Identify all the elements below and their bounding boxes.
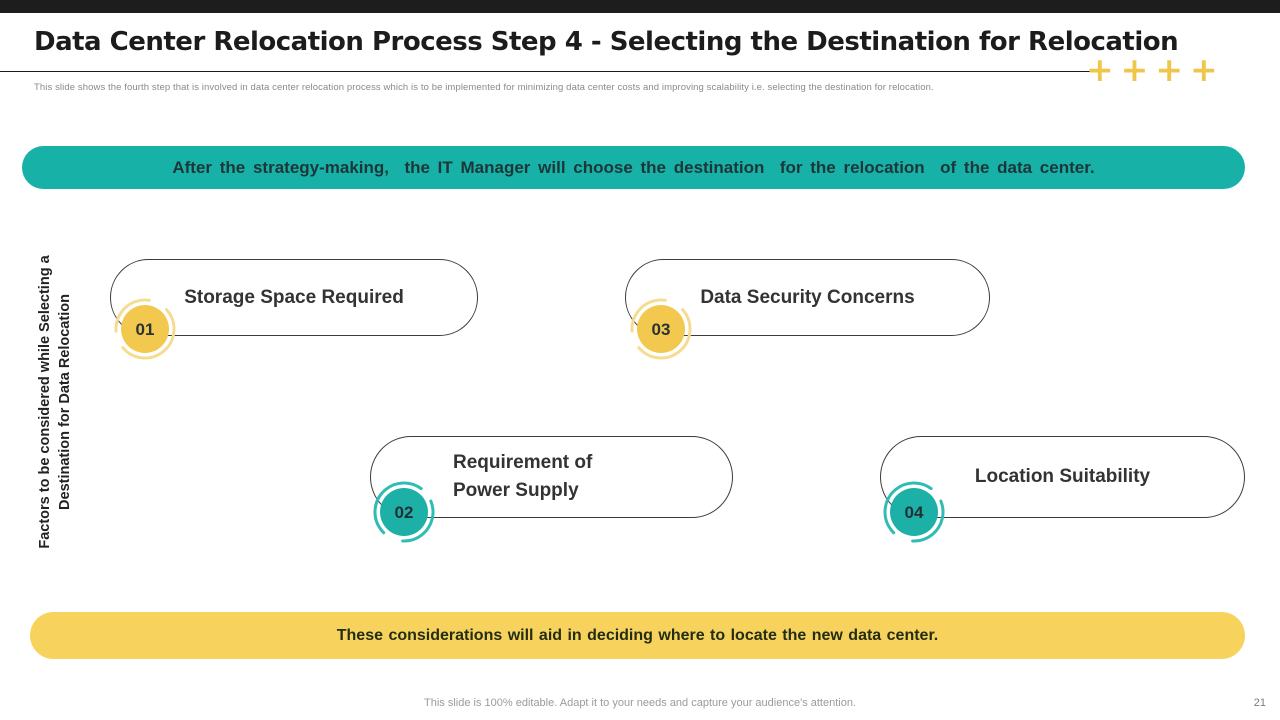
badge-number: 02 [395, 503, 414, 522]
badge-ring [373, 481, 435, 543]
intro-banner: After the strategy-making, the IT Manage… [22, 146, 1245, 189]
number-badge: 03 [628, 296, 694, 362]
vertical-axis-label: Factors to be considered while Selecting… [35, 232, 79, 572]
badge-circle [380, 488, 428, 536]
intro-banner-text: After the strategy-making, the IT Manage… [172, 157, 1095, 177]
factor-pill: Location Suitability [880, 436, 1245, 518]
badge-ring [114, 298, 176, 360]
footer-note: This slide is 100% editable. Adapt it to… [424, 697, 856, 709]
badge-ring [883, 481, 945, 543]
factor-label: Storage Space Required [184, 286, 404, 308]
factor-label: Requirement of Power Supply [453, 452, 593, 501]
slide-subtitle: This slide shows the fourth step that is… [34, 82, 934, 93]
factor-label: Location Suitability [974, 466, 1151, 487]
number-badge: 04 [881, 479, 947, 545]
factor-pill: Requirement of Power Supply [370, 436, 733, 518]
badge-number: 04 [905, 503, 924, 522]
badge-number: 01 [136, 320, 155, 339]
plus-decoration: + + + + [1086, 50, 1218, 90]
plus-icon: + [1120, 50, 1149, 89]
badge-circle [121, 305, 169, 353]
conclusion-banner-text: These considerations will aid in decidin… [336, 626, 939, 644]
factor-pill: Storage Space Required [110, 259, 478, 336]
conclusion-banner: These considerations will aid in decidin… [30, 612, 1245, 659]
number-badge: 01 [112, 296, 178, 362]
vertical-axis-label-line1: Factors to be considered while Selecting… [37, 255, 53, 549]
factor-pill: Data Security Concerns [625, 259, 990, 336]
badge-number: 03 [652, 320, 671, 339]
badge-circle [890, 488, 938, 536]
slide-title: Data Center Relocation Process Step 4 - … [34, 27, 1179, 57]
title-divider [0, 71, 1093, 72]
top-accent-bar [0, 0, 1280, 13]
number-badge: 02 [371, 479, 437, 545]
plus-icon: + [1189, 50, 1218, 89]
page-number: 21 [1253, 697, 1266, 709]
plus-icon: + [1155, 50, 1183, 89]
factor-label: Data Security Concerns [700, 286, 915, 308]
badge-ring [630, 298, 692, 360]
badge-circle [637, 305, 685, 353]
vertical-axis-label-line2: Destination for Data Relocation [57, 294, 73, 510]
plus-icon: + [1086, 50, 1114, 89]
